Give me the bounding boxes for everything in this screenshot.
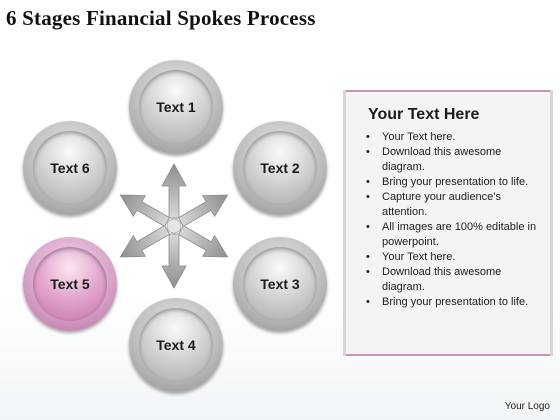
- panel-bullet: Your Text here.: [362, 250, 546, 265]
- stage-node-label: Text 2: [260, 160, 300, 176]
- spoke-arrow-2: [177, 194, 229, 227]
- panel-bullet: Download this awesome diagram.: [362, 145, 546, 175]
- panel-heading: Your Text Here: [368, 106, 480, 123]
- stage-node-6[interactable]: Text 6: [23, 121, 117, 215]
- stage-node-1[interactable]: Text 1: [129, 60, 223, 154]
- panel-bullet: Bring your presentation to life.: [362, 175, 546, 190]
- hub-center: [166, 218, 182, 234]
- panel-bullet: All images are 100% editable in powerpoi…: [362, 220, 546, 250]
- stage-node-label: Text 4: [156, 337, 196, 353]
- stage-node-inner: Text 5: [33, 247, 107, 321]
- stage-node-inner: Text 1: [139, 70, 213, 144]
- panel-bullet: Your Text here.: [362, 130, 546, 145]
- spokes-diagram: [119, 163, 229, 289]
- stage-node-4[interactable]: Text 4: [129, 298, 223, 392]
- text-panel: Your Text Here Your Text here. Download …: [343, 90, 553, 356]
- stage-node-5[interactable]: Text 5: [23, 237, 117, 331]
- stage-node-inner: Text 4: [139, 308, 213, 382]
- panel-bullet: Bring your presentation to life.: [362, 295, 546, 310]
- panel-bullet-list: Your Text here. Download this awesome di…: [362, 130, 546, 310]
- spoke-arrow-3: [177, 225, 229, 258]
- footer-logo: Your Logo: [504, 401, 550, 412]
- spoke-arrow-1: [161, 163, 187, 219]
- spoke-arrow-6: [119, 194, 171, 227]
- stage-node-inner: Text 6: [33, 131, 107, 205]
- stage-node-label: Text 1: [156, 99, 196, 115]
- panel-bullet: Capture your audience’s attention.: [362, 190, 546, 220]
- stage-node-label: Text 6: [50, 160, 90, 176]
- stage-node-label: Text 5: [50, 276, 90, 292]
- stage-node-3[interactable]: Text 3: [233, 237, 327, 331]
- stage-node-inner: Text 2: [243, 131, 317, 205]
- spoke-arrow-4: [161, 233, 187, 289]
- stage-node-label: Text 3: [260, 276, 300, 292]
- panel-bullet: Download this awesome diagram.: [362, 265, 546, 295]
- stage-node-2[interactable]: Text 2: [233, 121, 327, 215]
- stage-node-inner: Text 3: [243, 247, 317, 321]
- spoke-arrows: [119, 163, 229, 289]
- spoke-arrow-5: [119, 225, 171, 258]
- page-title: 6 Stages Financial Spokes Process: [6, 6, 316, 30]
